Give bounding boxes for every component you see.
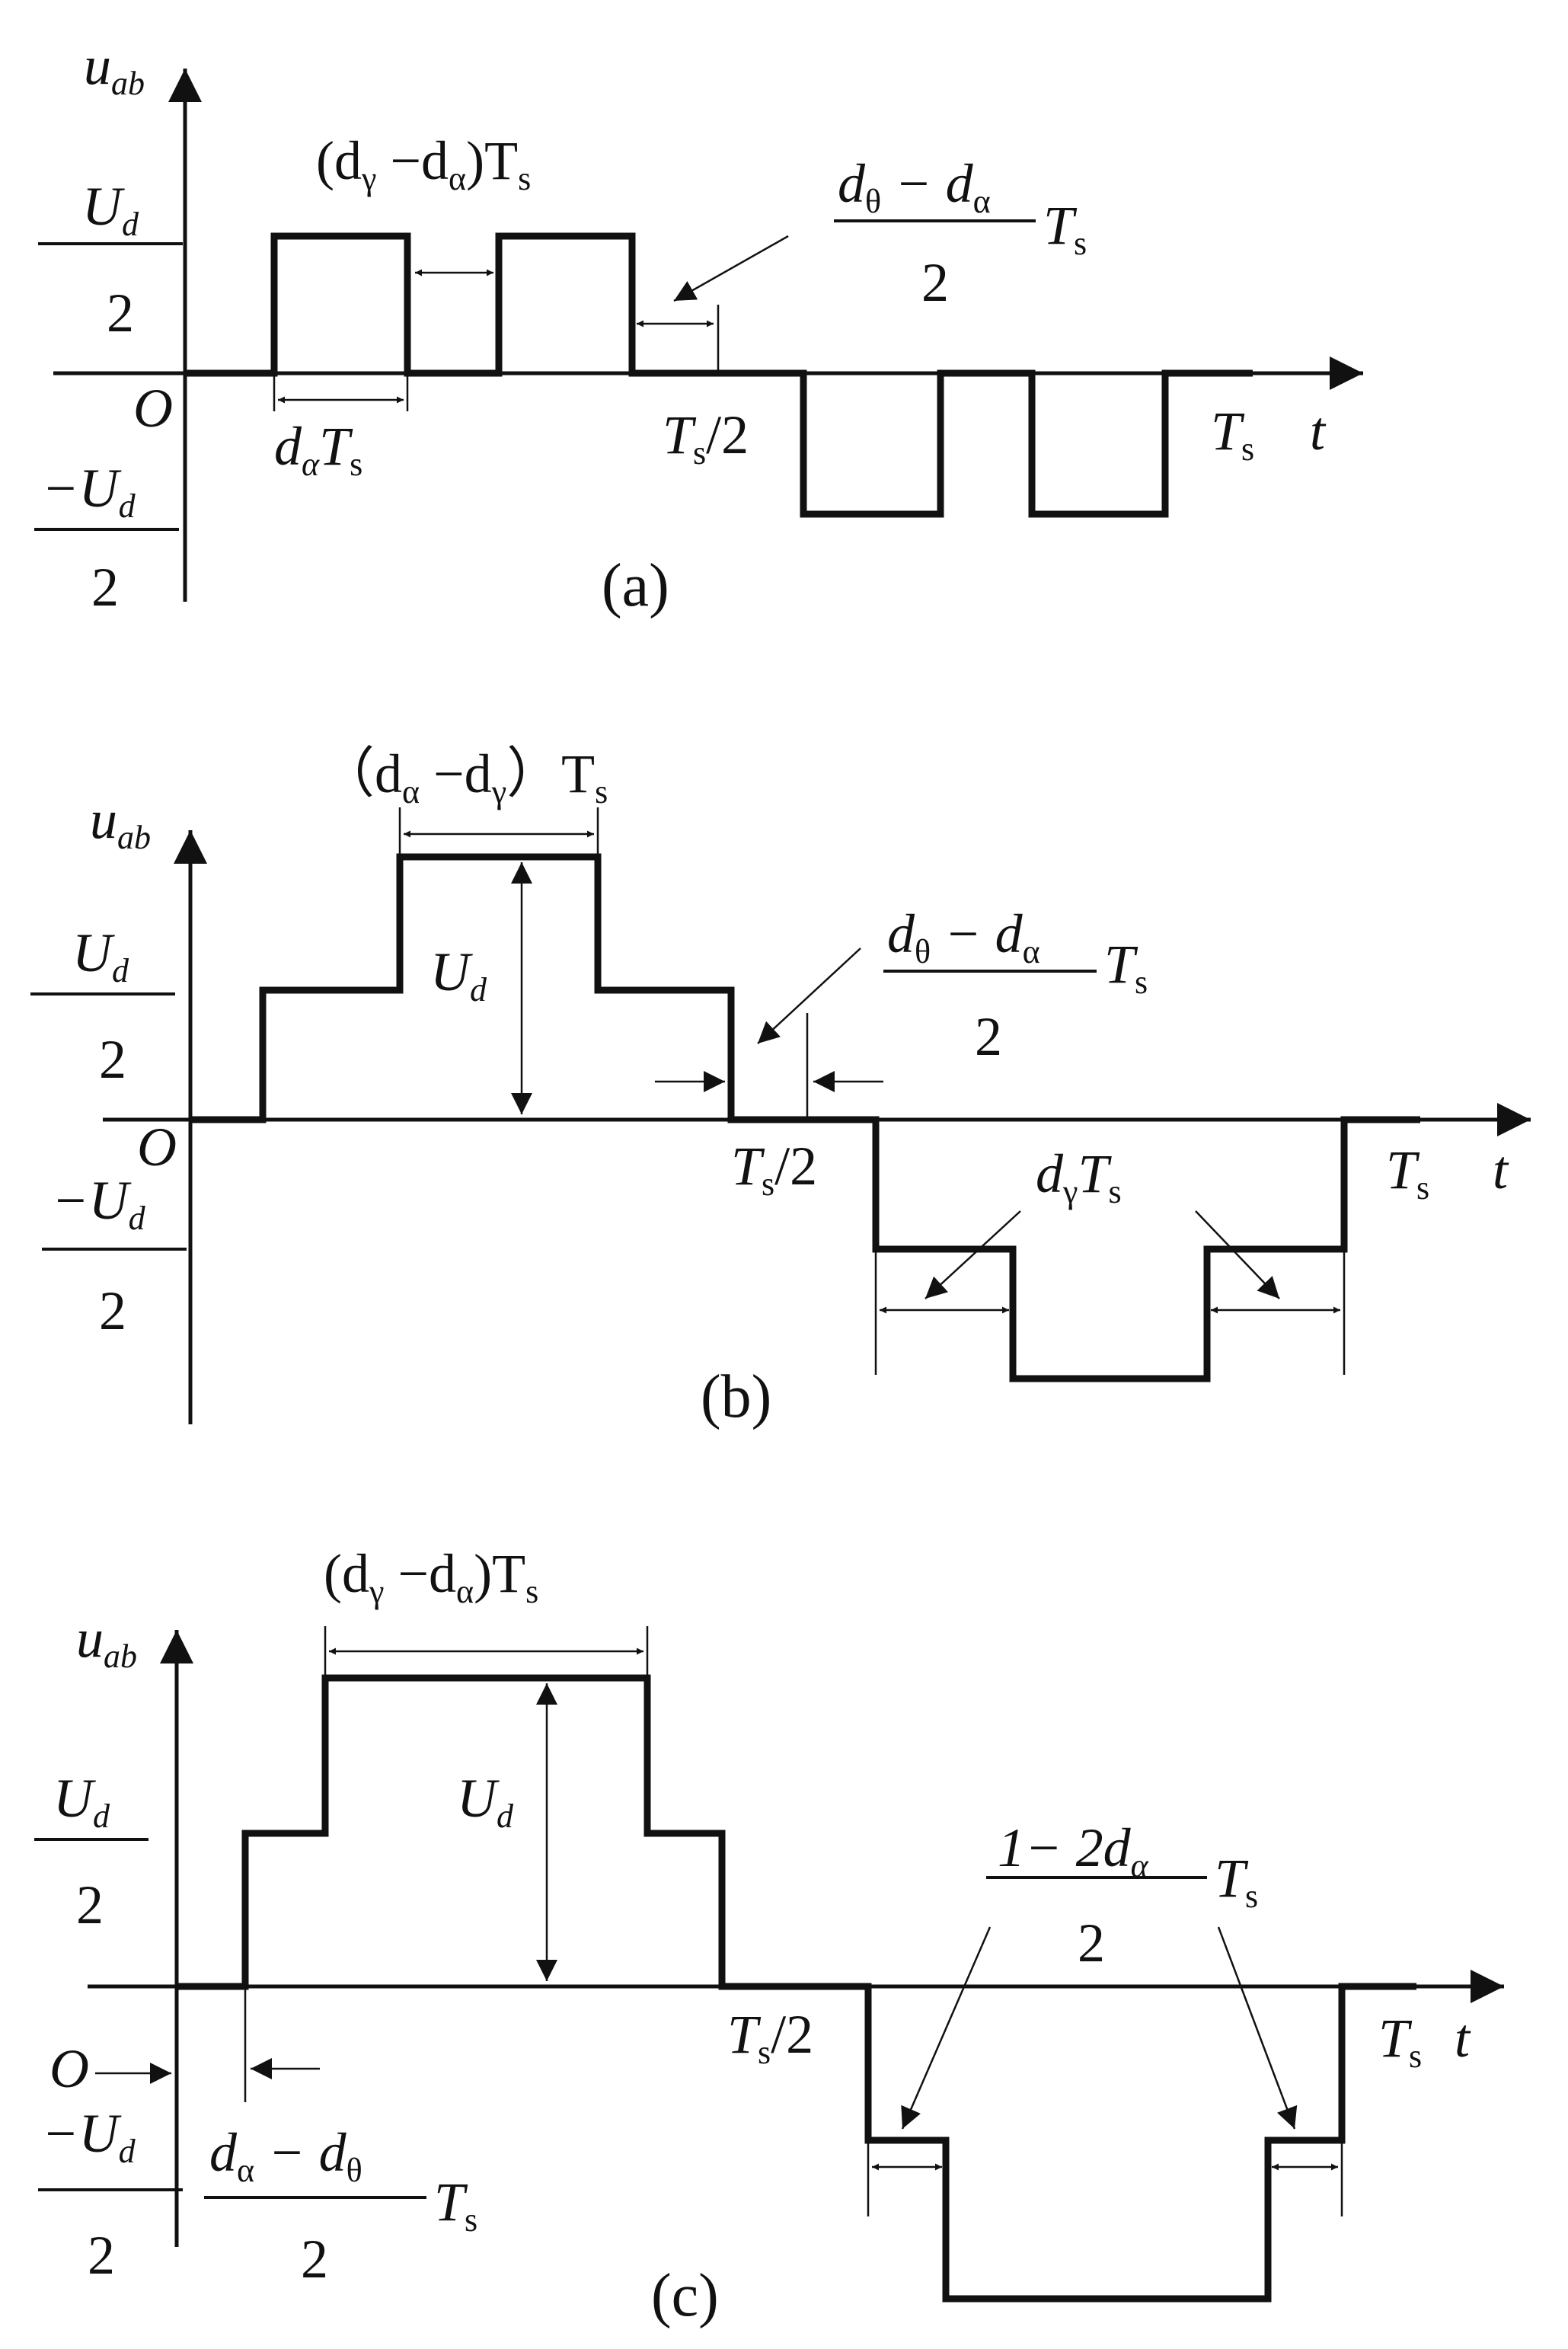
panel-c-upper-level-num: Ud — [53, 1768, 110, 1835]
panel-c-top-dimension-label: (dγ −dα)Ts — [324, 1543, 538, 1610]
panel-c-half-period-label: Ts/2 — [727, 2004, 813, 2071]
panel-b-upper-level-den: 2 — [99, 1029, 126, 1090]
panel-c-left-offset-fraction-den: 2 — [301, 2229, 328, 2290]
panel-a-t-axis-label: t — [1310, 401, 1327, 462]
panel-a-lower-level-den: 2 — [91, 557, 119, 618]
panel-c-origin: O — [49, 2038, 89, 2099]
panel-c: uab Ud 2 O −Ud 2 (dγ −dα)Ts Ud dα − dθ 2… — [34, 1543, 1504, 2329]
panel-b-step-pointer-left — [925, 1210, 1021, 1299]
panel-b-caption: (b) — [701, 1363, 771, 1430]
panel-c-step-pointer-left — [901, 1926, 992, 2130]
panel-a-pulse-dimension-label: dαTs — [274, 416, 362, 483]
panel-c-waveform — [177, 1674, 1416, 2303]
panel-b-step-dimension-label: dγTs — [1036, 1143, 1122, 1210]
panel-c-lower-level-num: −Ud — [42, 2103, 136, 2170]
panel-c-step-fraction-den: 2 — [1078, 1913, 1105, 1973]
panel-a-origin: O — [133, 378, 173, 439]
panel-b-step-pointer-right — [1195, 1210, 1280, 1299]
panel-c-amplitude-label: Ud — [457, 1768, 514, 1835]
panel-c-lower-level-den: 2 — [88, 2225, 115, 2286]
panel-c-full-period-label: Ts — [1378, 2008, 1422, 2075]
panel-c-upper-level-den: 2 — [76, 1874, 104, 1935]
panel-b-upper-level-num: Ud — [72, 922, 129, 989]
panel-b: uab Ud 2 O −Ud 2 （dα −dγ）Ts Ud dθ − dα 2… — [30, 743, 1531, 1430]
panel-a: uab Ud 2 O −Ud 2 (dγ −dα)Ts dαTs dθ − dα… — [34, 35, 1363, 619]
panel-c-step-fraction-T: Ts — [1215, 1848, 1258, 1915]
panel-b-lower-level-den: 2 — [99, 1280, 126, 1341]
panel-a-full-period-label: Ts — [1211, 401, 1254, 468]
panel-c-step-fraction-num: 1− 2dα — [998, 1817, 1149, 1884]
panel-a-offset-fraction-num: dθ − dα — [838, 153, 991, 220]
panel-a-top-dimension-label: (dγ −dα)Ts — [316, 130, 531, 197]
panel-b-waveform — [190, 853, 1420, 1382]
panel-a-half-period-label: Ts/2 — [663, 404, 749, 471]
panel-c-left-offset-fraction-T: Ts — [434, 2172, 477, 2239]
panel-c-left-offset-fraction-num: dα − dθ — [209, 2122, 362, 2189]
panel-b-amplitude-label: Ud — [430, 941, 487, 1008]
panel-c-t-axis-label: t — [1455, 2008, 1471, 2069]
panel-c-step-pointer-right — [1217, 1926, 1298, 2130]
panel-b-offset-pointer — [757, 948, 861, 1044]
panel-b-offset-fraction-den: 2 — [975, 1006, 1002, 1067]
panel-a-lower-level-num: −Ud — [42, 458, 136, 525]
panel-a-upper-level-den: 2 — [107, 283, 134, 344]
panel-b-lower-level-num: −Ud — [52, 1170, 146, 1237]
panel-a-offset-fraction-T: Ts — [1043, 195, 1087, 262]
panel-a-y-axis-label: uab — [84, 35, 145, 102]
panel-b-y-axis-label: uab — [90, 789, 151, 856]
panel-b-half-period-label: Ts/2 — [731, 1136, 817, 1203]
panel-a-caption: (a) — [602, 552, 669, 619]
panel-b-offset-fraction-T: Ts — [1104, 934, 1148, 1001]
panel-c-caption: (c) — [651, 2262, 719, 2329]
panel-a-upper-level-num: Ud — [82, 176, 139, 243]
panel-a-offset-fraction-den: 2 — [921, 252, 949, 313]
panel-b-offset-fraction-num: dθ − dα — [887, 903, 1040, 970]
panel-b-origin: O — [137, 1117, 177, 1178]
panel-c-y-axis-label: uab — [76, 1608, 137, 1675]
panel-b-full-period-label: Ts — [1386, 1139, 1429, 1206]
panel-b-t-axis-label: t — [1493, 1139, 1509, 1200]
panel-b-top-dimension-label: （dα −dγ）Ts — [320, 743, 608, 810]
panel-a-offset-pointer — [673, 235, 789, 302]
